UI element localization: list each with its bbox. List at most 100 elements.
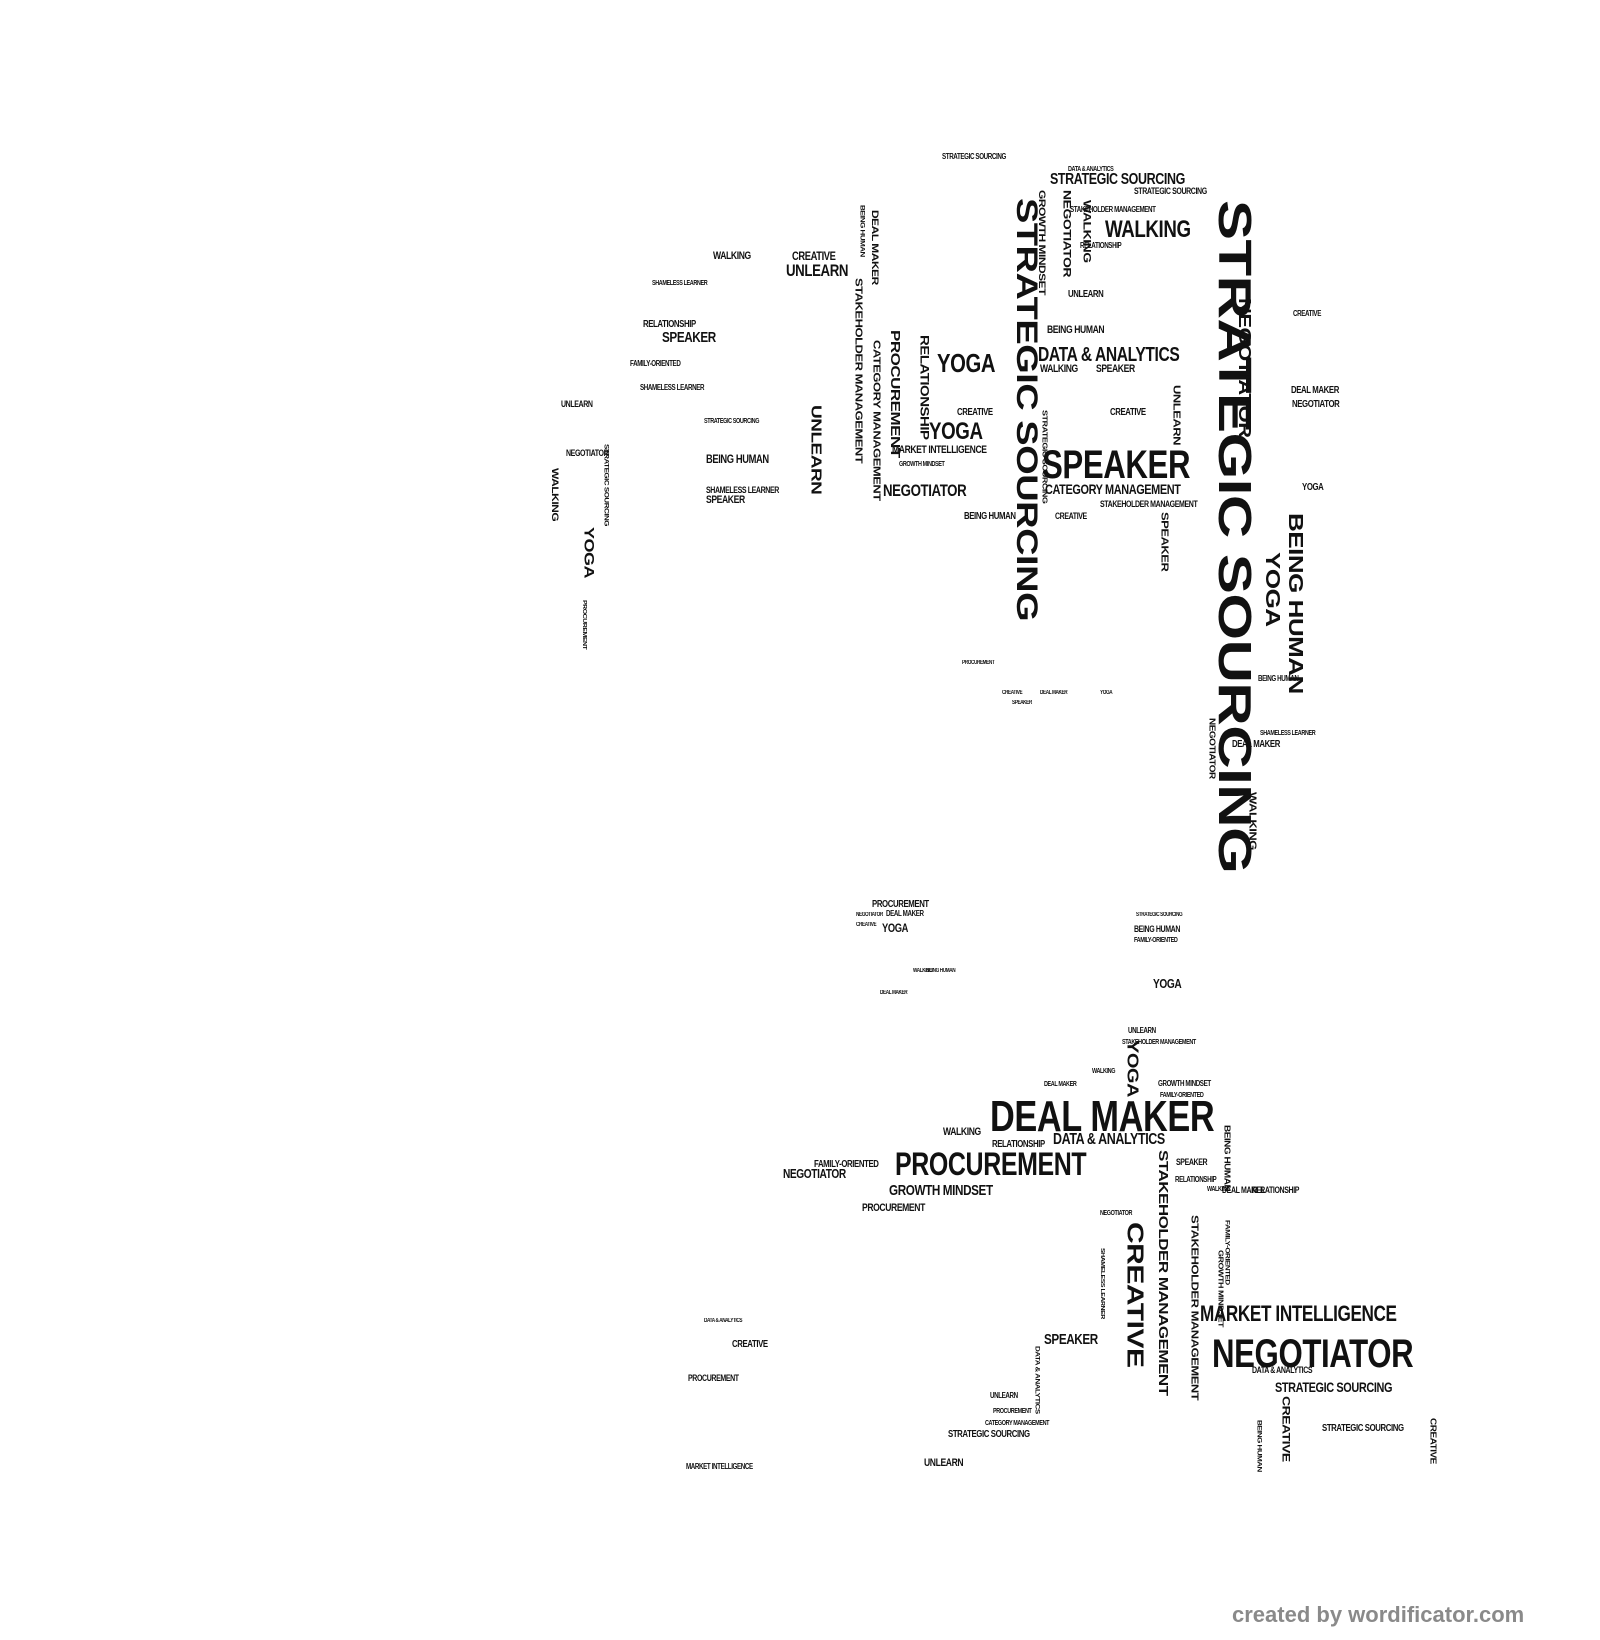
- word: DATA & ANALYTICS: [704, 1318, 743, 1324]
- word: MARKET INTELLIGENCE: [892, 444, 987, 456]
- word: DATA & ANALYTICS: [1068, 166, 1114, 173]
- word: YOGA: [1123, 1040, 1141, 1097]
- word: MARKET INTELLIGENCE: [686, 1462, 753, 1471]
- word: YOGA: [581, 527, 597, 579]
- word: GROWTH MINDSET: [1158, 1079, 1211, 1088]
- word: STRATEGIC SOURCING: [1136, 912, 1183, 918]
- word: GROWTH MINDSET: [1036, 190, 1048, 295]
- word: WALKING: [943, 1126, 981, 1138]
- word: DEAL MAKER: [1222, 1185, 1265, 1195]
- word: BEING HUMAN: [858, 205, 866, 257]
- word: PROCUREMENT: [872, 899, 929, 910]
- word: SHAMELESS LEARNER: [652, 280, 708, 287]
- word: SPEAKER: [1042, 443, 1191, 487]
- word: WALKING: [1247, 792, 1259, 850]
- word: NEGOTIATOR: [1100, 1210, 1133, 1217]
- word: STRATEGIC SOURCING: [1050, 171, 1185, 188]
- word: DEAL MAKER: [1232, 739, 1280, 750]
- word: STRATEGIC SOURCING: [704, 418, 760, 425]
- word: BEING HUMAN: [706, 452, 769, 466]
- word: BEING HUMAN: [1258, 674, 1299, 683]
- word: CREATIVE: [856, 922, 877, 928]
- word: SPEAKER: [1159, 512, 1171, 572]
- word: DEAL MAKER: [880, 990, 908, 996]
- word: NEGOTIATOR: [856, 912, 883, 918]
- word: YOGA: [929, 418, 983, 445]
- word: STRATEGIC SOURCING: [942, 152, 1006, 161]
- word: RELATIONSHIP: [1252, 1185, 1300, 1195]
- word: SPEAKER: [1044, 1331, 1098, 1348]
- word: FAMILY-ORIENTED: [814, 1159, 879, 1170]
- word: DATA & ANALYTICS: [1053, 1131, 1165, 1148]
- word: UNLEARN: [807, 405, 824, 495]
- word: RELATIONSHIP: [917, 335, 931, 440]
- word: NEGOTIATOR: [1235, 298, 1255, 438]
- word: BEING HUMAN: [1255, 1420, 1263, 1472]
- word: SHAMELESS LEARNER: [640, 383, 705, 392]
- word: CREATIVE: [1110, 407, 1146, 418]
- credit-text: created by wordificator.com: [1232, 1602, 1525, 1627]
- word: BEING HUMAN: [926, 968, 956, 974]
- word: NEGOTIATOR: [1292, 399, 1340, 410]
- word: UNLEARN: [1128, 1026, 1156, 1035]
- word: YOGA: [1100, 690, 1113, 696]
- word: WALKING: [913, 968, 933, 974]
- word: SPEAKER: [1012, 700, 1032, 706]
- word: WALKING: [713, 250, 751, 262]
- word: STAKEHOLDER MANAGEMENT: [1189, 1215, 1201, 1401]
- word: WALKING: [1092, 1068, 1116, 1075]
- word: CATEGORY MANAGEMENT: [1045, 481, 1181, 497]
- word: CREATIVE: [1293, 309, 1321, 318]
- word: NEGOTIATOR: [1212, 1332, 1414, 1376]
- word: DATA & ANALYTICS: [1038, 344, 1180, 366]
- word: DEAL MAKER: [1044, 1081, 1077, 1088]
- word: CATEGORY MANAGEMENT: [985, 1420, 1050, 1427]
- word: NEGOTIATOR: [1061, 190, 1074, 278]
- word: SPEAKER: [706, 494, 745, 506]
- word: CREATIVE: [957, 407, 993, 418]
- word: PROCUREMENT: [993, 1408, 1032, 1415]
- word: FAMILY-ORIENTED: [630, 359, 681, 368]
- word: SHAMELESS LEARNER: [706, 485, 779, 495]
- word: UNLEARN: [1068, 289, 1104, 300]
- word: FAMILY-ORIENTED: [1134, 937, 1178, 944]
- word: YOGA: [1261, 552, 1285, 627]
- word: STAKEHOLDER MANAGEMENT: [1070, 205, 1156, 214]
- word: SPEAKER: [662, 329, 716, 346]
- word: DATA & ANALYTICS: [1033, 1346, 1041, 1414]
- word: PROCUREMENT: [895, 1146, 1087, 1182]
- word: RELATIONSHIP: [992, 1139, 1045, 1150]
- word: NEGOTIATOR: [566, 448, 609, 458]
- word: STAKEHOLDER MANAGEMENT: [1122, 1039, 1196, 1046]
- word: STAKEHOLDER MANAGEMENT: [853, 278, 865, 464]
- word: UNLEARN: [786, 261, 849, 280]
- word: CATEGORY MANAGEMENT: [871, 340, 883, 501]
- word: FAMILY-ORIENTED: [1160, 1092, 1204, 1099]
- word: WALKING: [549, 468, 561, 522]
- word: RELATIONSHIP: [1175, 1175, 1217, 1184]
- word: BEING HUMAN: [1222, 1125, 1231, 1192]
- word: DEAL MAKER: [869, 210, 881, 285]
- word: GROWTH MINDSET: [889, 1182, 993, 1199]
- word: WALKING: [1105, 216, 1191, 243]
- word: WALKING: [1040, 363, 1078, 375]
- word: STRATEGIC SOURCING: [1275, 1379, 1393, 1395]
- word: PROCUREMENT: [862, 1202, 925, 1214]
- word: UNLEARN: [924, 1457, 964, 1469]
- word: CREATIVE: [792, 249, 836, 263]
- word: STAKEHOLDER MANAGEMENT: [1155, 1150, 1171, 1396]
- word: CREATIVE: [1428, 1418, 1437, 1464]
- word: NEGOTIATOR: [783, 1166, 846, 1181]
- word: WALKING: [1207, 1186, 1231, 1193]
- word: NEGOTIATOR: [1207, 718, 1216, 779]
- word: UNLEARN: [990, 1391, 1018, 1400]
- word: BEING HUMAN: [1047, 324, 1105, 336]
- word: PROCUREMENT: [962, 660, 995, 666]
- word: STRATEGIC SOURCING: [1134, 186, 1207, 196]
- word: CREATIVE: [732, 1339, 768, 1350]
- word: STRATEGIC SOURCING: [948, 1429, 1030, 1440]
- word: UNLEARN: [561, 399, 593, 409]
- word: BEING HUMAN: [1134, 924, 1181, 934]
- word: MARKET INTELLIGENCE: [1200, 1301, 1397, 1326]
